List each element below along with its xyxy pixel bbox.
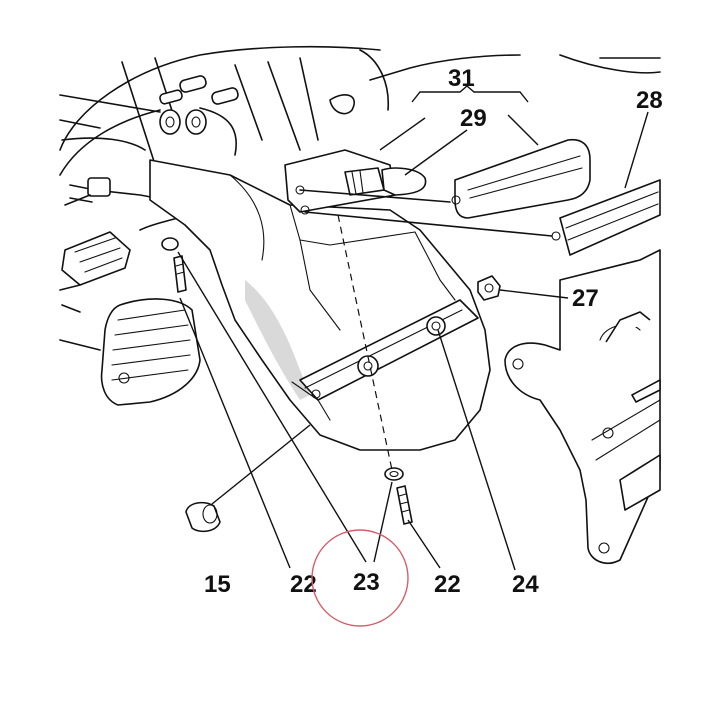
callout-22-right: 22 <box>434 571 461 598</box>
callout-15: 15 <box>204 571 231 598</box>
callout-24: 24 <box>512 571 539 598</box>
bulb <box>344 167 427 196</box>
callout-28: 28 <box>636 87 663 114</box>
lamp-cover <box>299 138 591 219</box>
leader-lines <box>177 85 649 571</box>
reflector <box>304 179 661 256</box>
upper-wiring <box>59 75 239 231</box>
callout-31: 31 <box>448 65 475 92</box>
turn-signal-lens <box>59 298 201 406</box>
nut-27 <box>477 275 501 301</box>
fasteners <box>161 237 413 525</box>
connector-block <box>59 231 131 291</box>
frame-curves <box>59 45 661 181</box>
plate-holder-body <box>149 159 491 451</box>
callout-27: 27 <box>572 285 599 312</box>
plate-bracket-right <box>504 249 661 564</box>
highlight-circle <box>311 529 409 627</box>
callout-23: 23 <box>353 569 380 596</box>
centre-dashed-line <box>337 214 393 471</box>
callout-29: 29 <box>460 105 487 132</box>
grommet-15 <box>185 501 221 533</box>
